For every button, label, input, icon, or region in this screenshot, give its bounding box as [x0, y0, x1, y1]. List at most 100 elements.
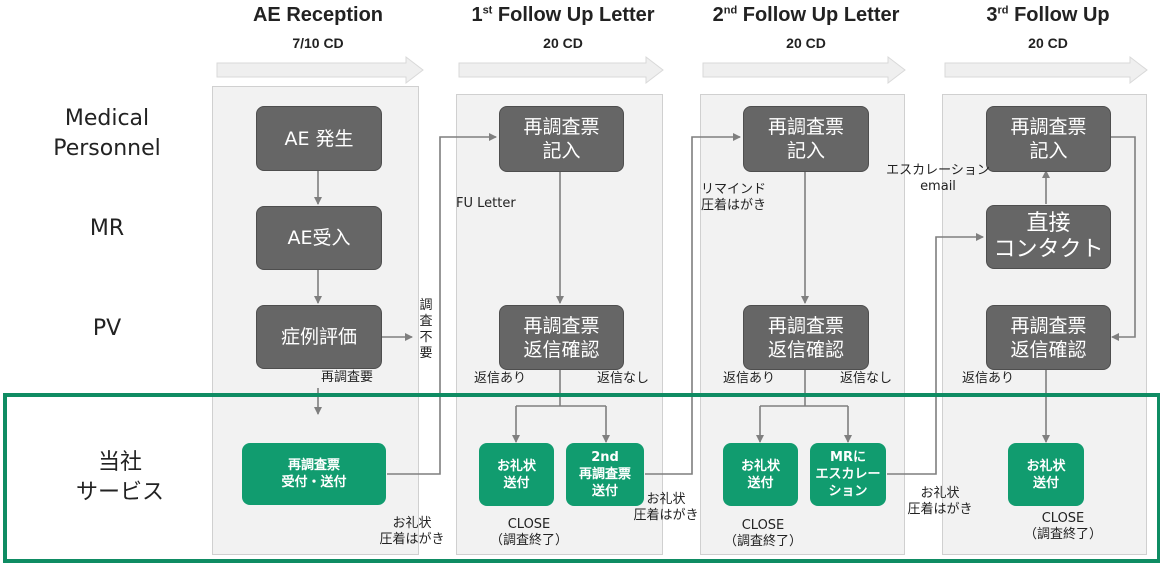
box-text: 返信確認 [1010, 338, 1087, 361]
box-text: 送付 [503, 475, 530, 491]
label-line: お礼状 [920, 486, 960, 501]
timeline-arrow-1 [458, 55, 664, 85]
row-label-medical-personnel: Medical Personnel [27, 104, 187, 164]
box-text: 送付 [591, 484, 618, 499]
survey-receive-send-box: 再調査票 受付・送付 [242, 443, 386, 505]
c3-reply-check-box: 再調査票 返信確認 [986, 305, 1111, 370]
c2-thank-you-send-box: お礼状 送付 [723, 443, 798, 506]
c3-direct-contact-box: 直接 コンタクト [986, 205, 1111, 269]
box-text: AE 発生 [284, 127, 354, 150]
label-line: email [920, 179, 956, 194]
case-evaluation-box: 症例評価 [256, 305, 382, 369]
column-title: 2nd Follow Up Letter [712, 4, 900, 26]
box-text: ション [828, 484, 868, 499]
box-text: 受付・送付 [281, 475, 347, 490]
label-line: CLOSE [507, 517, 551, 532]
column-subtitle: 20 CD [543, 35, 583, 51]
box-text: 返信確認 [523, 338, 600, 361]
column-header-2nd-follow-up: 2nd Follow Up Letter 20 CD [686, 4, 926, 51]
box-text: 直接 [1026, 211, 1071, 236]
reminder-postcard-label: リマインド 圧着はがき [701, 182, 766, 214]
box-text: 記入 [786, 140, 825, 162]
column-header-3rd-follow-up: 3rd Follow Up 20 CD [928, 4, 1160, 51]
box-text: エスカレー [815, 467, 881, 482]
thanks-postcard-label-0: お礼状 圧着はがき [370, 516, 454, 548]
column-title: 1st Follow Up Letter [471, 4, 655, 26]
box-text: 再調査票 [523, 116, 600, 138]
row-label-pv: PV [92, 316, 122, 341]
box-text: 再調査票 [578, 467, 631, 482]
row-label-line: 当社 [97, 450, 142, 475]
c1-reply-check-box: 再調査票 返信確認 [499, 305, 624, 370]
box-text: お礼状 [740, 458, 780, 474]
c1-reply-no-label: 返信なし [597, 371, 650, 386]
column-subtitle: 7/10 CD [292, 35, 344, 51]
row-label-mr: MR [89, 216, 125, 241]
c3-survey-fill-box: 再調査票 記入 [986, 106, 1111, 172]
c1-survey-fill-box: 再調査票 記入 [499, 106, 624, 172]
label-line: お礼状 [646, 492, 686, 507]
c1-2nd-survey-send-box: 2nd 再調査票 送付 [566, 443, 644, 506]
close-label-2: CLOSE （調査終了） [718, 518, 808, 550]
company-service-frame [3, 393, 1160, 563]
box-text: お礼状 [496, 458, 536, 474]
box-text: コンタクト [993, 237, 1104, 262]
box-text: 記入 [1029, 140, 1068, 162]
thanks-postcard-label-1: お礼状 圧着はがき [626, 492, 706, 524]
c2-reply-check-box: 再調査票 返信確認 [743, 305, 869, 370]
box-text: 再調査票 [1010, 314, 1087, 337]
label-line: 圧着はがき [907, 502, 973, 517]
fu-letter-label: FU Letter [456, 196, 516, 211]
c2-reply-yes-label: 返信あり [723, 371, 776, 386]
box-text: お礼状 [1026, 458, 1066, 474]
resurvey-needed-label: 再調査要 [321, 370, 374, 385]
c1-reply-yes-label: 返信あり [474, 371, 527, 386]
box-text: 再調査票 [287, 458, 340, 473]
timeline-arrow-0 [216, 55, 424, 85]
box-text: 送付 [1032, 475, 1059, 491]
box-text: 再調査票 [523, 314, 600, 337]
column-header-1st-follow-up: 1st Follow Up Letter 20 CD [443, 4, 683, 51]
box-text: AE受入 [287, 227, 351, 249]
c2-reply-no-label: 返信なし [840, 371, 893, 386]
label-line: （調査終了） [723, 534, 802, 549]
column-subtitle: 20 CD [786, 35, 826, 51]
escalation-email-label: エスカレーション email [878, 163, 998, 195]
label-line: リマインド [701, 182, 767, 197]
label-line: （調査終了） [1023, 527, 1102, 542]
column-subtitle: 20 CD [1028, 35, 1068, 51]
label-line: 圧着はがき [633, 508, 699, 523]
label-char: 調 [419, 298, 433, 313]
c3-thank-you-send-box: お礼状 送付 [1008, 443, 1084, 506]
c1-thank-you-send-box: お礼状 送付 [479, 443, 554, 506]
box-text: 記入 [542, 140, 581, 162]
label-line: 圧着はがき [701, 198, 767, 213]
column-header-ae-reception: AE Reception 7/10 CD [198, 4, 438, 51]
box-text: 再調査票 [1010, 116, 1087, 138]
column-title: 3rd Follow Up [986, 4, 1110, 26]
box-text: 送付 [747, 475, 774, 491]
box-text: 再調査票 [767, 314, 844, 337]
box-text: 2nd [591, 450, 619, 465]
thanks-postcard-label-2: お礼状 圧着はがき [900, 486, 980, 518]
row-label-company-service: 当社 サービス [40, 448, 200, 508]
box-text: 症例評価 [280, 326, 357, 348]
box-text: 再調査票 [767, 116, 844, 138]
label-char: 査 [419, 314, 433, 329]
timeline-arrow-3 [944, 55, 1148, 85]
label-line: お礼状 [392, 516, 432, 531]
row-label-line: Medical [64, 106, 150, 131]
box-text: 返信確認 [767, 338, 844, 361]
column-title: AE Reception [252, 4, 384, 26]
ae-occurrence-box: AE 発生 [256, 106, 382, 171]
ae-receipt-box: AE受入 [256, 206, 382, 270]
label-line: （調査終了） [489, 533, 568, 548]
close-label-1: CLOSE （調査終了） [484, 517, 574, 549]
c2-survey-fill-box: 再調査票 記入 [743, 106, 869, 172]
timeline-arrow-2 [702, 55, 906, 85]
row-label-line: サービス [75, 480, 164, 505]
box-text: MRに [830, 450, 866, 465]
label-line: 圧着はがき [379, 532, 445, 547]
row-label-line: Personnel [53, 136, 161, 161]
